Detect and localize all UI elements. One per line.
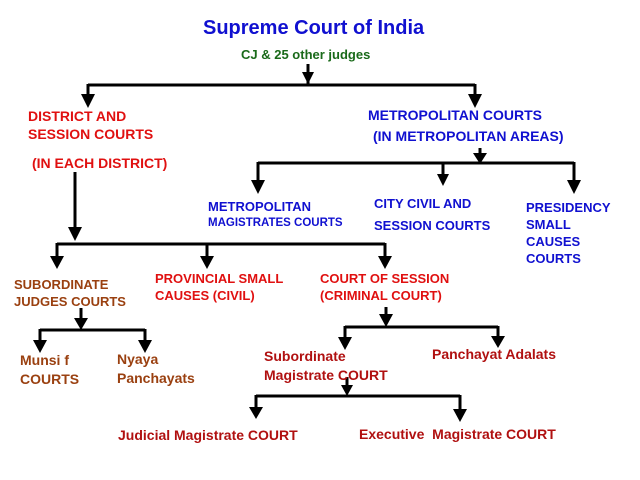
node-line: MAGISTRATES COURTS [208,217,343,229]
node-line: PRESIDENCY [526,200,611,215]
node-line: SUBORDINATE [14,277,109,292]
arrowhead [138,340,152,353]
node-line: Nyaya [117,351,159,367]
arrowhead [74,318,88,330]
diagram-title: Supreme Court of India [203,17,425,39]
node-munsif-courts: Munsi f COURTS [20,351,79,389]
arrowhead [302,72,314,84]
node-line: CITY CIVIL AND [374,196,472,211]
diagram-subtitle: CJ & 25 other judges [241,47,371,62]
arrowhead [50,256,64,269]
arrowhead [468,94,482,108]
node-presidency-small-causes: PRESIDENCY SMALL CAUSES COURTS [526,199,611,267]
node-line: SESSION COURTS [374,218,491,233]
node-district-note: (IN EACH DISTRICT) [32,155,168,171]
arrowhead [338,337,352,350]
node-line: (CRIMINAL COURT) [320,288,442,303]
node-line: COURT OF SESSION [320,271,450,286]
node-city-civil: CITY CIVIL AND SESSION COURTS [374,193,490,237]
node-line: CAUSES (CIVIL) [155,288,255,303]
arrowhead [567,180,581,194]
arrowhead [453,409,467,422]
node-line: METROPOLITAN [208,199,312,214]
node-panchayat-adalats: Panchayat Adalats [432,346,556,362]
node-metro-magistrates: METROPOLITAN MAGISTRATES COURTS [208,199,343,231]
arrowhead [68,227,82,241]
node-metropolitan-courts: METROPOLITAN COURTS [368,107,542,123]
arrowhead [33,340,47,353]
node-line: CAUSES [526,234,581,249]
node-line: Subordinate [264,348,346,364]
node-line: Munsi f [20,352,69,368]
node-line: DISTRICT AND [28,108,127,124]
arrowhead [379,314,393,327]
node-subordinate-judges: SUBORDINATE JUDGES COURTS [14,276,126,310]
node-line: SESSION COURTS [28,126,154,142]
node-line: Magistrate COURT [264,367,388,383]
arrowhead [491,336,505,348]
node-line: COURTS [526,251,581,266]
node-line: COURTS [20,371,80,387]
node-line: JUDGES COURTS [14,294,126,309]
node-judicial-magistrate: Judicial Magistrate COURT [118,427,298,443]
node-metro-note: (IN METROPOLITAN AREAS) [373,128,564,144]
arrowhead [341,385,353,396]
node-line: PROVINCIAL SMALL [155,271,284,286]
node-court-of-session: COURT OF SESSION (CRIMINAL COURT) [320,270,449,304]
arrowhead [200,256,214,269]
arrowhead [251,180,265,194]
arrowhead [437,174,449,186]
node-line: Panchayats [117,370,195,386]
node-provincial-small-causes: PROVINCIAL SMALL CAUSES (CIVIL) [155,270,283,304]
arrowhead [81,94,95,108]
arrowhead [378,256,392,269]
arrowhead [473,153,487,164]
arrowhead [249,407,263,419]
node-district-session: DISTRICT AND SESSION COURTS [28,107,153,143]
node-line: SMALL [526,217,571,232]
node-executive-magistrate: Executive Magistrate COURT [359,426,556,442]
